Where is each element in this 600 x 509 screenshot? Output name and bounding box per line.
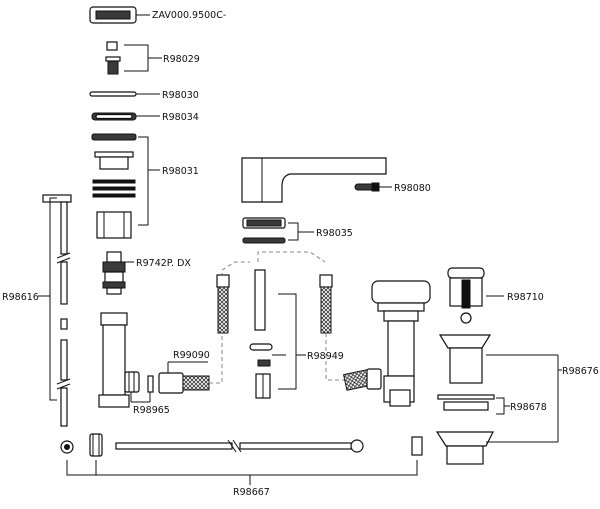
rod-part xyxy=(42,194,72,427)
centre-hose-right-part xyxy=(319,274,355,381)
flex-hose-part xyxy=(158,261,250,394)
label-r98678: R98678 xyxy=(510,402,547,413)
label-r98034: R98034 xyxy=(162,112,199,123)
centre-hose-left-part xyxy=(216,274,230,334)
label-r9742p-dx: R9742P. DX xyxy=(136,258,191,269)
screw-part xyxy=(105,41,121,75)
label-r98029: R98029 xyxy=(163,54,200,65)
label-r98031: R98031 xyxy=(162,166,199,177)
washer-part xyxy=(91,112,137,121)
label-r98710: R98710 xyxy=(507,292,544,303)
popup-plug-part xyxy=(447,267,485,324)
valve-stem-part xyxy=(102,251,126,295)
valve-body-part xyxy=(98,312,140,408)
label-zav000-9500c: ZAV000.9500C- xyxy=(152,10,226,21)
label-r98035: R98035 xyxy=(316,228,353,239)
label-r99090: R99090 xyxy=(173,350,210,361)
label-r98080: R98080 xyxy=(394,183,431,194)
handle-screw-part xyxy=(354,182,380,192)
lever-handle-part xyxy=(241,157,387,203)
bottom-row-parts xyxy=(60,433,423,457)
label-r98965: R98965 xyxy=(133,405,170,416)
label-r98667: R98667 xyxy=(233,487,270,498)
label-r98616: R98616 xyxy=(2,292,39,303)
spout-body-part xyxy=(371,280,431,407)
cartridge-part xyxy=(91,133,137,239)
label-r98030: R98030 xyxy=(162,90,199,101)
centre-spout-part xyxy=(249,269,273,399)
handle-base-part xyxy=(242,217,286,244)
label-r98949: R98949 xyxy=(307,351,344,362)
cap-part xyxy=(89,6,137,24)
waste-body-part xyxy=(435,334,495,465)
label-r98676: R98676 xyxy=(562,366,599,377)
spout-hose-part xyxy=(343,368,382,391)
o-ring-part xyxy=(89,91,137,97)
